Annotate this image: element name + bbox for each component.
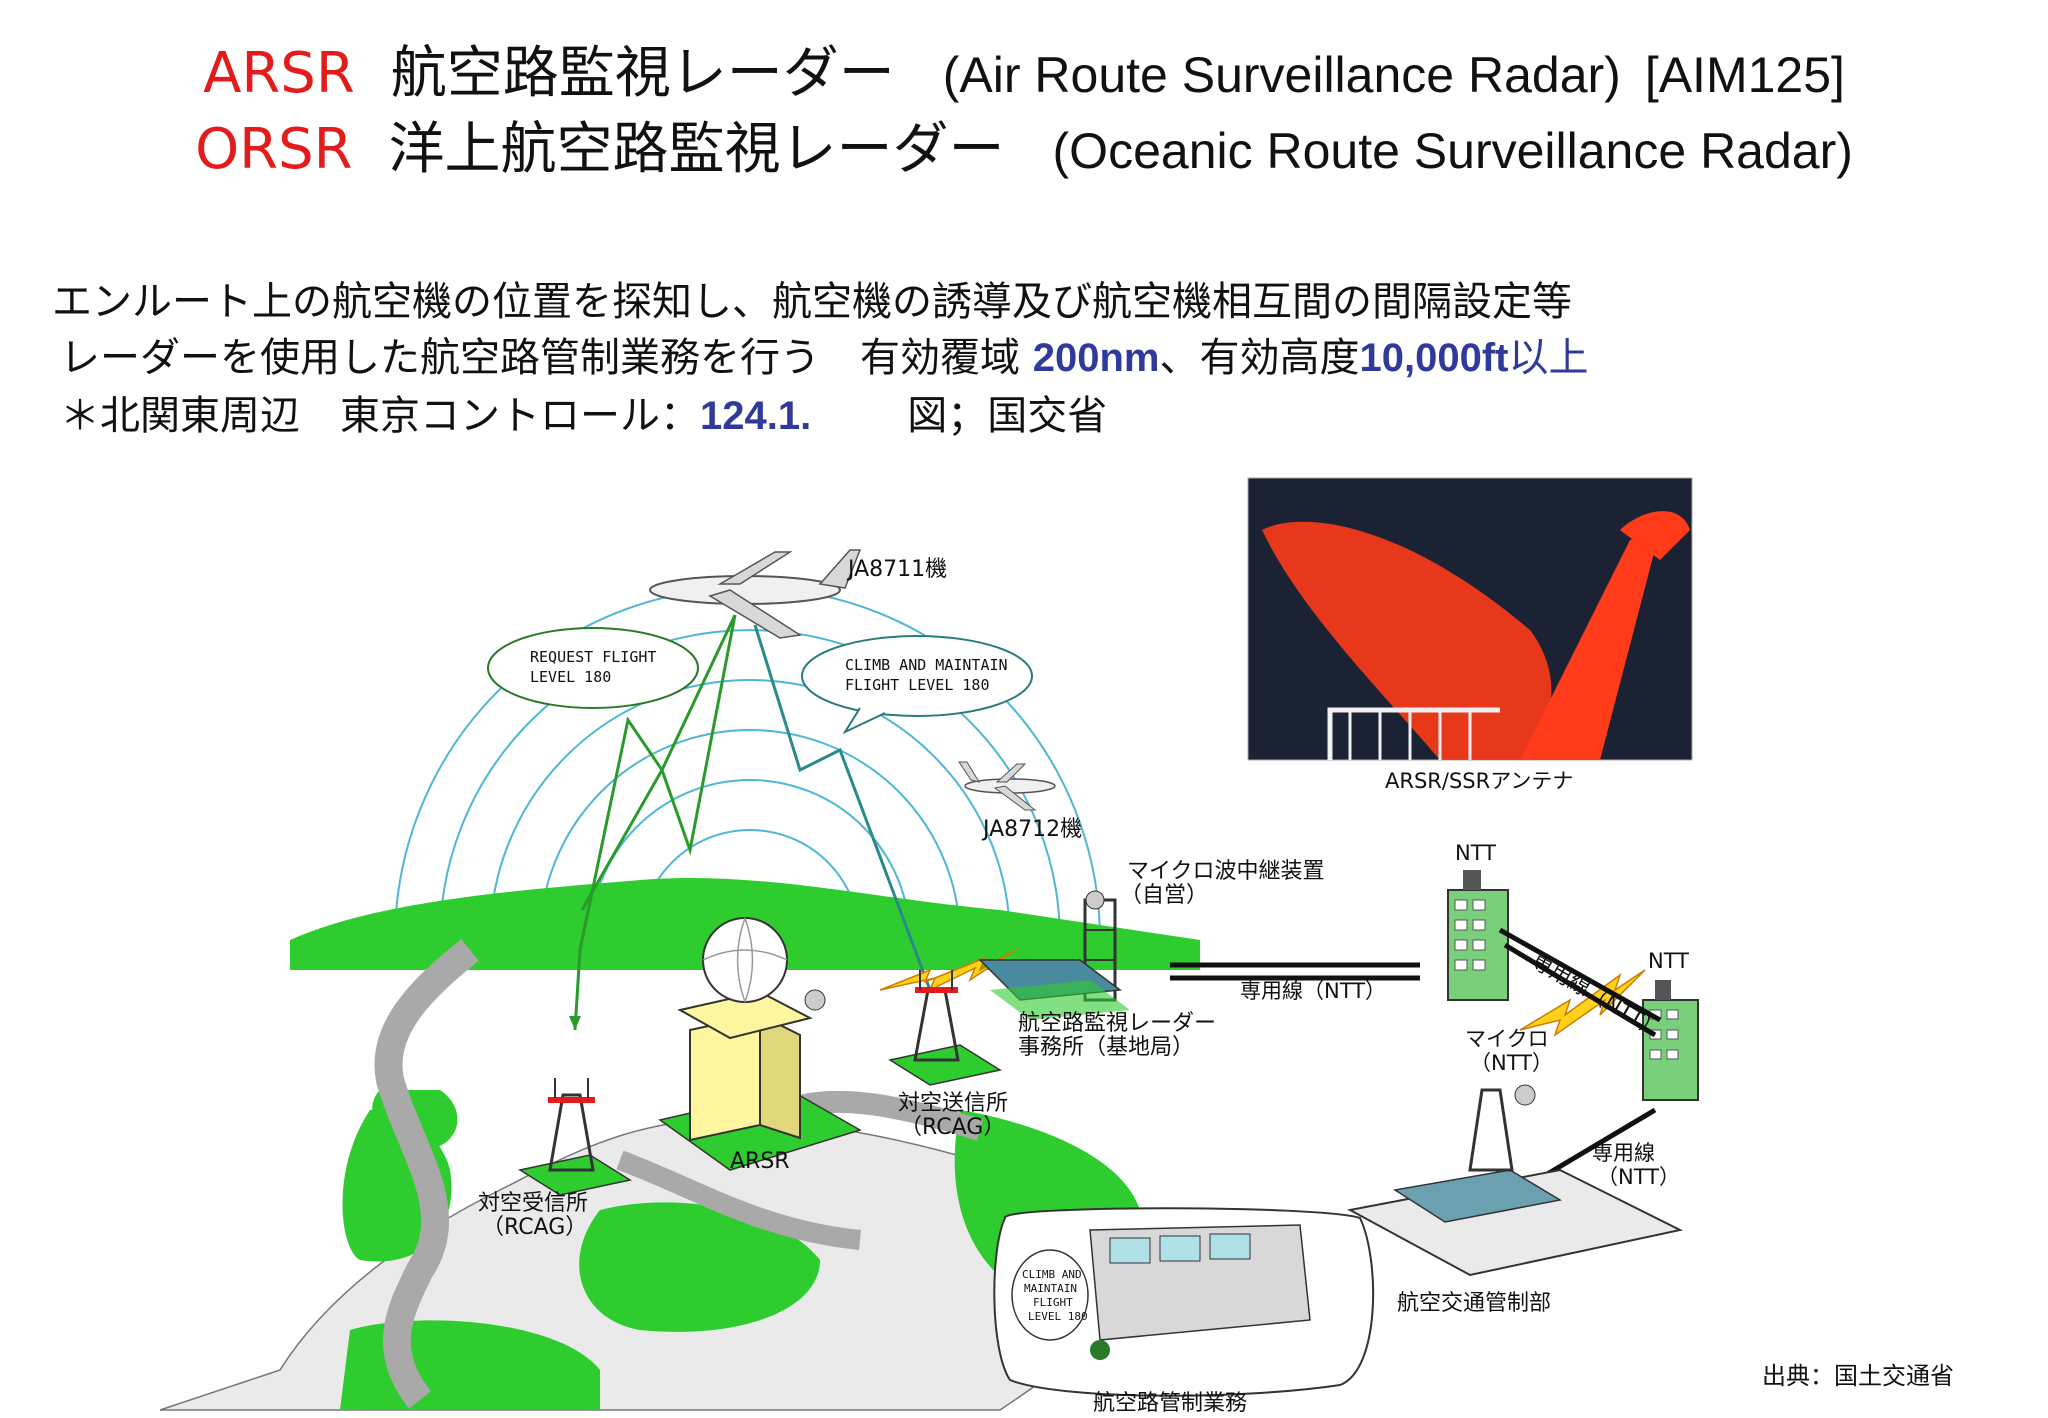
radar-office-label: 航空路監視レーダー [1018, 1011, 1216, 1036]
title-line-2: ORSR 洋上航空路監視レーダー (Oceanic Route Surveillan… [0, 112, 2048, 189]
desc2-text-c: 以上 [1508, 335, 1589, 381]
aircraft-icon [649, 549, 862, 639]
transmitter-sub: （RCAG） [900, 1115, 1005, 1140]
title-abbr-arsr: ARSR [203, 41, 355, 106]
relay-building [978, 959, 1130, 1020]
operations-label: 航空路管制業務 [1093, 1391, 1247, 1416]
description-line-1: エンルート上の航空機の位置を探知し、航空機の誘導及び航空機相互間の間隔設定等 [52, 279, 1572, 325]
title-reference: [AIM125] [1644, 47, 1845, 103]
source-credit: 出典：国土交通省 [1762, 1362, 1954, 1390]
climb-bubble: CLIMB AND MAINTAIN FLIGHT LEVEL 180 [801, 635, 1033, 735]
leased-line-1: 専用線（NTT） [1240, 979, 1386, 1003]
description-line-3: ＊北関東周辺 東京コントロール：124.1. 図；国交省 [60, 388, 1107, 444]
ntt-building-right [1642, 980, 1699, 1101]
antenna-photo [1247, 477, 1693, 761]
signal-paths [569, 614, 932, 1031]
coverage-range: 200nm [1032, 336, 1160, 380]
ntt-top-label: NTT [1455, 841, 1496, 865]
terrain [159, 877, 1200, 1411]
control-department [1347, 1084, 1683, 1277]
radar-office-sub: 事務所（基地局） [1018, 1035, 1194, 1060]
arsr-system-diagram: JA8711機 JA8712機 REQUEST FLIGHT LEVEL 180… [159, 477, 1699, 1416]
receiver-tower [518, 1078, 632, 1196]
desc2-text-b: 、有効高度 [1159, 335, 1360, 381]
title-en-arsr: (Air Route Surveillance Radar) [942, 47, 1621, 103]
frequency: 124.1. [700, 394, 812, 438]
title-jp-arsr: 航空路監視レーダー [390, 41, 895, 106]
aircraft-icon [958, 761, 1056, 811]
request-bubble-line2: LEVEL 180 [530, 668, 611, 686]
aircraft1-label: JA8711機 [846, 557, 947, 582]
leased-lines [1170, 927, 1662, 1223]
climb-bubble-line1: CLIMB AND MAINTAIN [845, 656, 1008, 674]
inset-bubble-line4: LEVEL 180 [1028, 1310, 1088, 1323]
desc3-text-a: ＊北関東周辺 東京コントロール： [60, 393, 700, 439]
coverage-altitude: 10,000ft [1359, 336, 1509, 380]
climb-bubble-line2: FLIGHT LEVEL 180 [845, 676, 990, 694]
title-abbr-orsr: ORSR [195, 117, 353, 182]
desc3-credit: 図；国交省 [907, 393, 1108, 439]
inset-bubble-line1: CLIMB AND [1022, 1268, 1082, 1281]
microwave-ntt-label: マイクロ [1465, 1027, 1549, 1051]
receiver-label: 対空受信所 [478, 1191, 588, 1216]
title-en-orsr: (Oceanic Route Surveillance Radar) [1052, 123, 1853, 179]
inset-bubble-line2: MAINTAIN [1024, 1282, 1077, 1295]
inset-bubble-line3: FLIGHT [1033, 1296, 1073, 1309]
arsr-radar-building [658, 917, 862, 1171]
microwave-relay-label: マイクロ波中継装置 [1127, 859, 1325, 884]
microwave-ntt-sub: （NTT） [1470, 1051, 1553, 1075]
title-line-1: ARSR 航空路監視レーダー (Air Route Surveillance Rad… [0, 36, 2048, 113]
transmitter-label: 対空送信所 [898, 1091, 1008, 1116]
title-jp-orsr: 洋上航空路監視レーダー [388, 117, 1005, 182]
description-line-2: レーダーを使用した航空路管制業務を行う 有効覆域 200nm、有効高度10,00… [60, 330, 1588, 386]
photo-caption: ARSR/SSRアンテナ [1385, 769, 1573, 793]
microwave-relay-sub: （自営） [1120, 883, 1208, 908]
operations-inset: CLIMB AND MAINTAIN FLIGHT LEVEL 180 [993, 1207, 1375, 1397]
arsr-label: ARSR [730, 1149, 790, 1174]
receiver-sub: （RCAG） [482, 1215, 587, 1240]
control-department-label: 航空交通管制部 [1397, 1291, 1551, 1316]
request-bubble-line1: REQUEST FLIGHT [530, 648, 656, 666]
aircraft2-label: JA8712機 [981, 817, 1082, 842]
leased-line-3-sub: （NTT） [1597, 1165, 1680, 1189]
desc2-text-a: レーダーを使用した航空路管制業務を行う 有効覆域 [60, 335, 1033, 381]
request-bubble: REQUEST FLIGHT LEVEL 180 [487, 627, 699, 709]
leased-line-3: 専用線 [1592, 1141, 1655, 1165]
ntt-building-top [1447, 870, 1509, 1001]
transmitter-tower [888, 970, 1002, 1086]
ntt-right-label: NTT [1648, 949, 1689, 973]
